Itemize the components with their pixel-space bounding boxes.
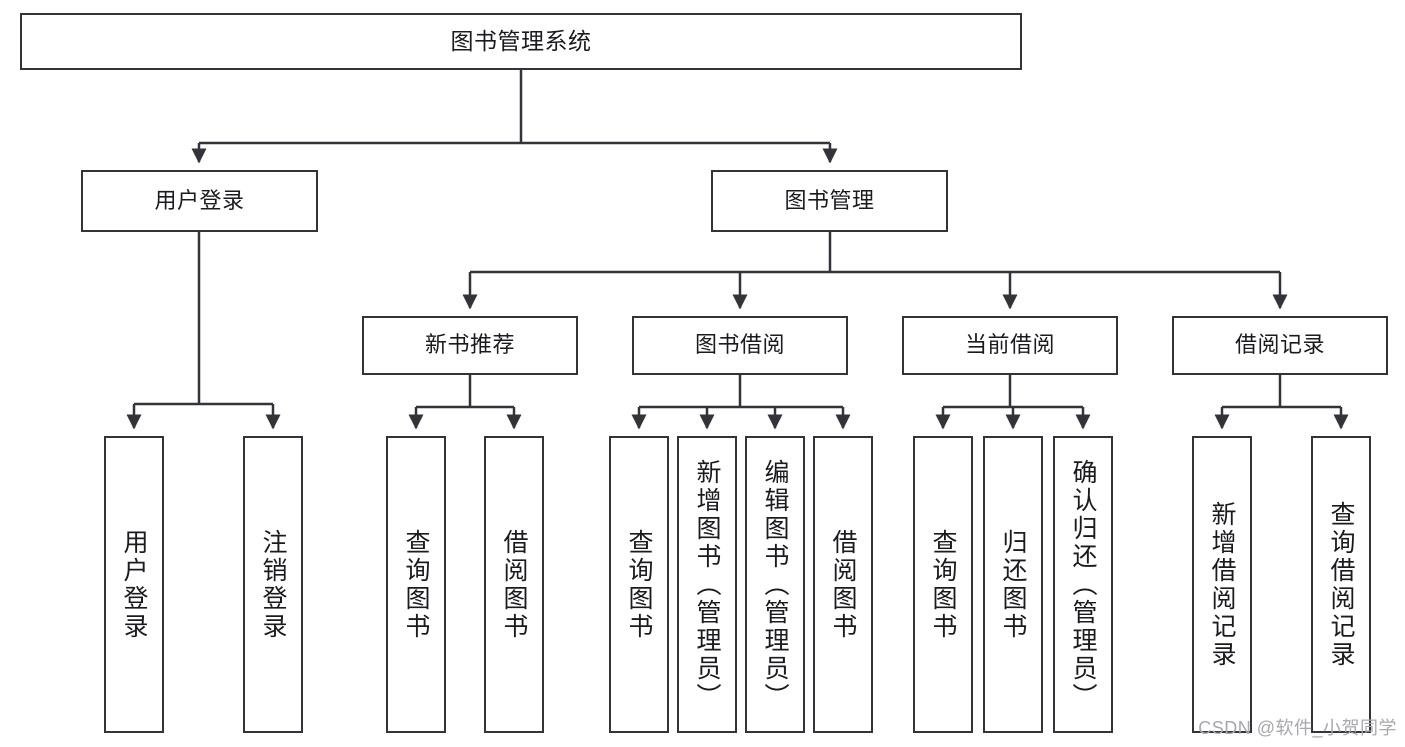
node-book-manage[interactable]: 图书管理 xyxy=(711,170,948,232)
node-label: 图书借阅 xyxy=(694,332,785,358)
node-leaf-borrow-book-2[interactable]: 借阅图书 xyxy=(813,436,873,733)
node-label: 查询借阅记录 xyxy=(1327,500,1355,669)
node-label: 编辑图书（管理员） xyxy=(761,458,789,711)
node-label: 查询图书 xyxy=(402,528,430,641)
node-label: 当前借阅 xyxy=(964,332,1055,358)
node-label: 图书管理 xyxy=(784,187,875,213)
node-book-borrow[interactable]: 图书借阅 xyxy=(632,316,848,375)
node-leaf-return-book[interactable]: 归还图书 xyxy=(983,436,1043,733)
node-label: 注销登录 xyxy=(259,528,287,641)
node-leaf-add-book[interactable]: 新增图书（管理员） xyxy=(677,436,737,733)
node-leaf-user-login[interactable]: 用户登录 xyxy=(104,436,164,733)
node-leaf-add-record[interactable]: 新增借阅记录 xyxy=(1192,436,1252,733)
node-leaf-query-book-3[interactable]: 查询图书 xyxy=(913,436,973,733)
node-user-login[interactable]: 用户登录 xyxy=(81,170,318,232)
node-leaf-query-record[interactable]: 查询借阅记录 xyxy=(1311,436,1371,733)
node-label: 图书管理系统 xyxy=(450,27,592,54)
node-leaf-borrow-book-1[interactable]: 借阅图书 xyxy=(484,436,544,733)
node-label: 查询图书 xyxy=(929,528,957,641)
node-label: 新增借阅记录 xyxy=(1208,500,1236,669)
node-leaf-confirm-return[interactable]: 确认归还（管理员） xyxy=(1053,436,1113,733)
node-root-system[interactable]: 图书管理系统 xyxy=(20,13,1022,70)
node-leaf-query-book-1[interactable]: 查询图书 xyxy=(386,436,446,733)
node-label: 归还图书 xyxy=(999,528,1027,641)
node-label: 用户登录 xyxy=(120,528,148,641)
node-label: 新书推荐 xyxy=(424,332,515,358)
node-leaf-edit-book[interactable]: 编辑图书（管理员） xyxy=(745,436,805,733)
csdn-watermark: CSDN @软件_小贺同学 xyxy=(1198,718,1397,738)
node-label: 确认归还（管理员） xyxy=(1069,458,1097,711)
node-leaf-user-logout[interactable]: 注销登录 xyxy=(243,436,303,733)
node-label: 借阅图书 xyxy=(829,528,857,641)
node-label: 查询图书 xyxy=(625,528,653,641)
node-label: 借阅记录 xyxy=(1234,332,1325,358)
node-current-borrow[interactable]: 当前借阅 xyxy=(902,316,1118,375)
node-label: 借阅图书 xyxy=(500,528,528,641)
node-label: 用户登录 xyxy=(154,187,245,213)
node-label: 新增图书（管理员） xyxy=(693,458,721,711)
node-borrow-record[interactable]: 借阅记录 xyxy=(1172,316,1388,375)
node-new-book-recommend[interactable]: 新书推荐 xyxy=(362,316,578,375)
node-leaf-query-book-2[interactable]: 查询图书 xyxy=(609,436,669,733)
